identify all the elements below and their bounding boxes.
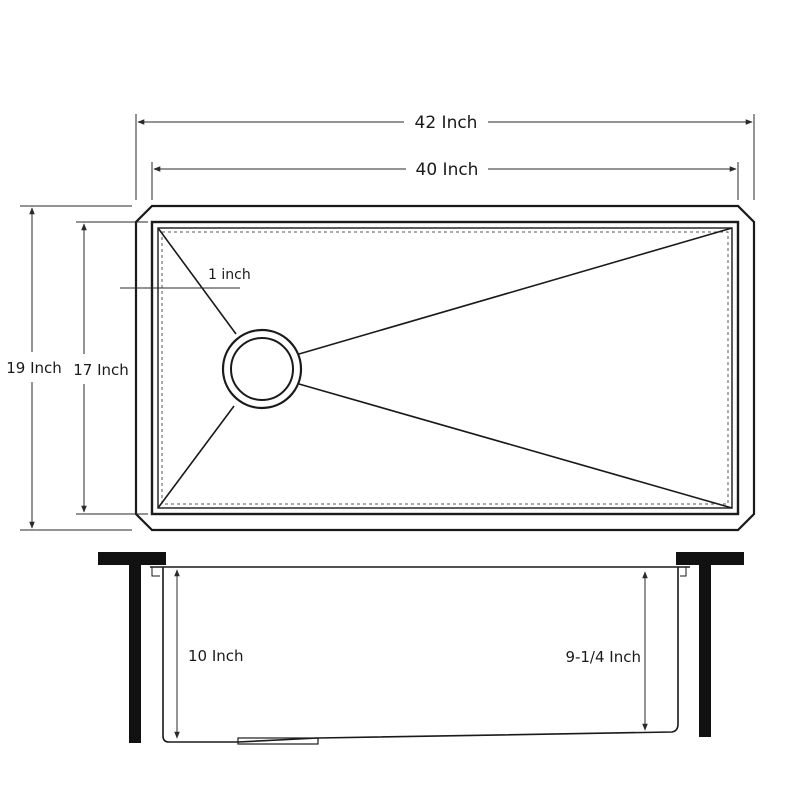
sink-outer-flange bbox=[134, 204, 756, 532]
slope-line-top-left bbox=[157, 227, 237, 335]
cabinet-support-left bbox=[129, 565, 141, 743]
slope-line-top-right bbox=[298, 227, 733, 355]
drain-inner-icon bbox=[230, 337, 294, 401]
top-view: 42 Inch 40 Inch 19 Inch 17 Inch 1 inch bbox=[6, 113, 756, 532]
cabinet-support-right bbox=[699, 565, 711, 737]
slope-line-bottom-left bbox=[157, 405, 235, 509]
countertop-right bbox=[676, 552, 744, 565]
slope-line-bottom-right bbox=[298, 383, 733, 509]
countertop-left bbox=[98, 552, 166, 565]
bowl-inner-edge bbox=[150, 220, 740, 516]
side-view: 10 Inch 9-1/4 Inch bbox=[98, 552, 744, 745]
bowl-floor-edge bbox=[157, 227, 733, 509]
drain-outer-icon bbox=[221, 328, 303, 410]
sink-bowl-profile bbox=[162, 567, 679, 743]
total-height-label: 10 Inch bbox=[188, 647, 244, 665]
bowl-height-label: 9-1/4 Inch bbox=[565, 648, 641, 666]
rim-width-label: 1 inch bbox=[208, 267, 251, 283]
rim-dashed-line bbox=[161, 231, 729, 505]
overall-width-label: 42 Inch bbox=[415, 113, 478, 133]
drain-fitting-icon bbox=[237, 737, 319, 745]
bowl-depth-label: 17 Inch bbox=[73, 361, 129, 379]
overall-depth-label: 19 Inch bbox=[6, 359, 62, 377]
bowl-width-label: 40 Inch bbox=[416, 160, 479, 180]
